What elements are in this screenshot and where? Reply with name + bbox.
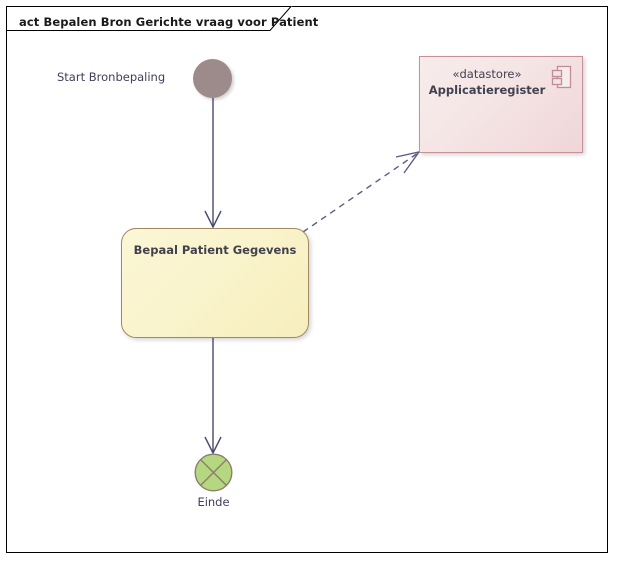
frame-tab-outline — [6, 6, 292, 31]
initial-node-disc — [193, 59, 232, 98]
datastore-node-applicatieregister[interactable]: «datastore» Applicatieregister — [419, 56, 583, 153]
flow-final-node-glyph — [194, 453, 233, 492]
action-node-body — [121, 228, 309, 338]
datastore-stereotype-label: «datastore» — [452, 67, 522, 81]
component-icon — [551, 65, 572, 89]
action-node-bepaal-patient-gegevens[interactable]: Bepaal Patient Gegevens — [121, 228, 309, 338]
diagram-frame-tab: act Bepalen Bron Gerichte vraag voor Pat… — [6, 6, 318, 31]
datastore-node-label: Applicatieregister — [428, 83, 546, 97]
initial-node[interactable] — [193, 59, 232, 98]
action-node-label: Bepaal Patient Gegevens — [133, 243, 297, 257]
initial-node-label: Start Bronbepaling — [57, 70, 166, 84]
flow-final-node[interactable] — [194, 453, 233, 492]
diagram-title: act Bepalen Bron Gerichte vraag voor Pat… — [19, 15, 319, 29]
flow-final-node-label: Einde — [197, 495, 230, 509]
